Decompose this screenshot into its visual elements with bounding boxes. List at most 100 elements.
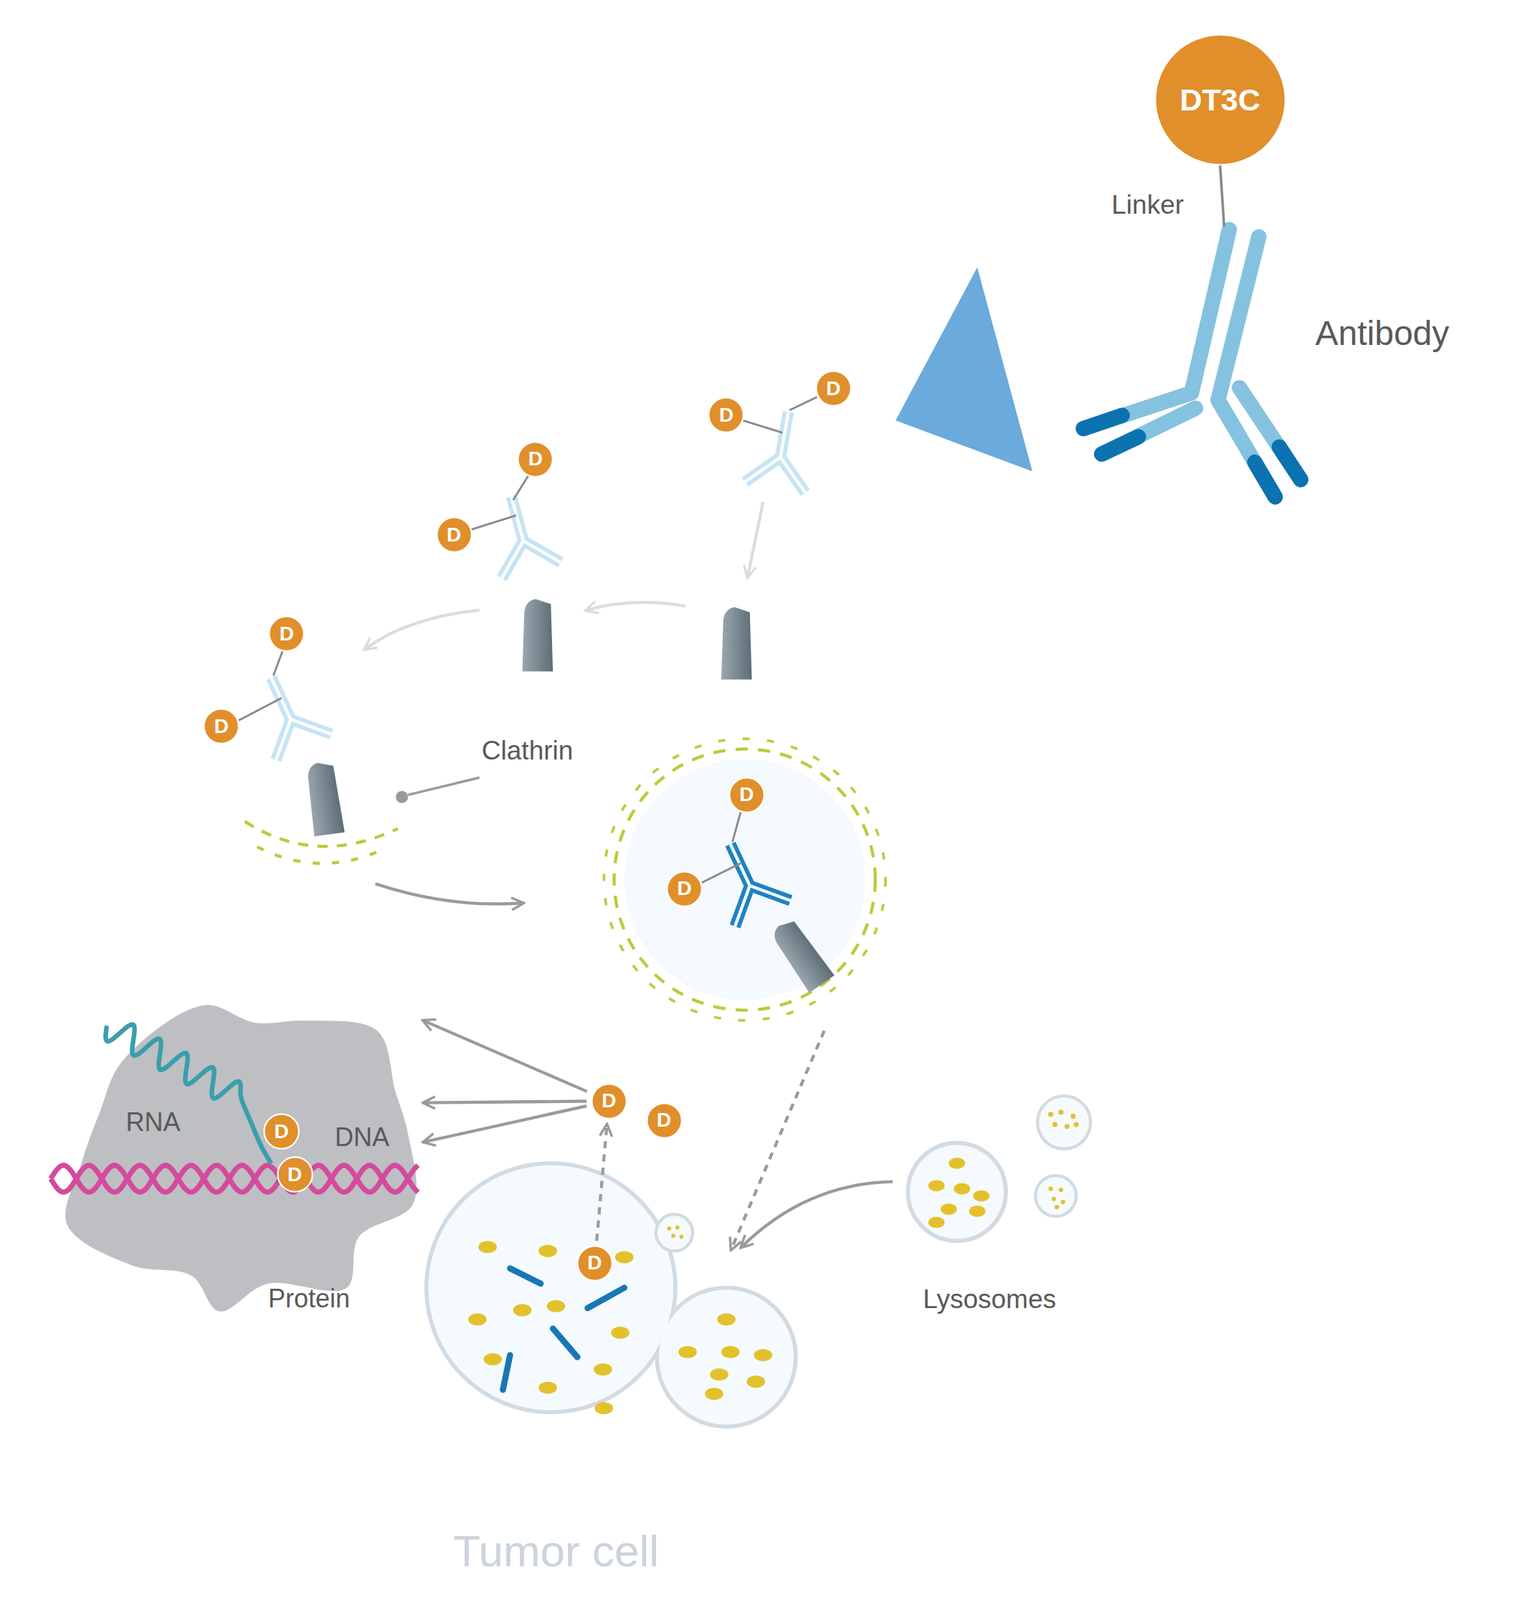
connector-arrow — [596, 1124, 607, 1241]
node-text: DT3C — [1180, 84, 1261, 116]
lysosomes — [1037, 1095, 1091, 1149]
fused-lysosome — [468, 1240, 773, 1414]
fused-lysosome — [593, 1362, 613, 1376]
lysosomes — [1074, 1121, 1080, 1127]
endosome — [702, 830, 791, 927]
lysosomes — [1048, 1185, 1053, 1191]
node-text: D — [528, 448, 543, 469]
circle-shape — [263, 1114, 299, 1149]
node-text: Protein — [268, 1285, 350, 1312]
lysosomes — [679, 1234, 684, 1239]
tumor-cell: Tumor cell D D RNA DNA Protein D D D D D — [7, 658, 1208, 1592]
lysosomes — [1035, 1175, 1077, 1216]
callout-circle: LinkerAntibodyDT3C — [965, 22, 1513, 570]
node-text: D — [677, 878, 692, 899]
fused-lysosome — [478, 1240, 497, 1253]
drug-circle: D — [276, 1155, 314, 1193]
fused-lysosome — [704, 1387, 724, 1400]
fused-lysosome — [483, 1352, 502, 1366]
fused-lysosome — [426, 1162, 796, 1427]
node-text: D — [279, 623, 294, 644]
circle-shape — [729, 777, 764, 812]
drug-circle: D — [263, 1112, 300, 1150]
connector-arrow — [423, 1020, 587, 1091]
fused-lysosome — [428, 1165, 674, 1410]
circle-shape — [815, 371, 851, 406]
antibodies-outside — [243, 664, 332, 760]
fused-lysosome — [656, 1287, 796, 1427]
connector-arrow — [424, 1105, 588, 1142]
node-text: D — [825, 378, 841, 399]
flow-arrows-outside — [747, 501, 763, 577]
fused-lysosome — [709, 1368, 729, 1381]
fused-lysosome — [547, 1299, 566, 1313]
lysosomes — [667, 1226, 672, 1231]
lysosomes — [1052, 1121, 1058, 1127]
fused-lysosome — [753, 1348, 773, 1361]
circle-shape — [646, 1102, 682, 1138]
rna-strand — [106, 1023, 272, 1163]
large-antibody — [1218, 236, 1276, 497]
node-text: Tumor cell — [453, 1528, 659, 1574]
node-text: D — [274, 1121, 289, 1142]
clathrin-coat — [244, 777, 479, 864]
clathrin-coat — [244, 820, 398, 847]
fused-lysosome — [513, 1303, 532, 1316]
lysosomes — [1058, 1109, 1064, 1115]
payload-circle: DT3C — [1155, 34, 1286, 165]
node-text: RNA — [125, 1109, 180, 1135]
lysosomes — [953, 1183, 971, 1195]
drug-circle: D — [590, 1082, 628, 1120]
flow-arrows-outside — [364, 610, 479, 649]
circle-shape — [591, 1083, 626, 1118]
callout-ring — [974, 31, 1503, 560]
large-antibody — [1083, 229, 1229, 429]
endosome — [624, 759, 866, 1001]
lysosomes — [1070, 1113, 1076, 1119]
lysosomes — [969, 1205, 986, 1217]
endosome — [614, 748, 876, 1010]
large-antibody — [1254, 446, 1301, 497]
lysosomes — [671, 1233, 676, 1238]
lysosomes — [1060, 1199, 1065, 1204]
node-text: D — [719, 405, 734, 426]
node-text: D — [287, 1164, 302, 1185]
drug-circle: D — [815, 369, 852, 407]
circle-shape — [269, 615, 304, 651]
lysosomes — [972, 1190, 990, 1202]
node-text: D — [446, 524, 462, 545]
antibodies-outside — [744, 406, 819, 493]
antibodies-outside — [238, 396, 818, 720]
drug-circle: D — [646, 1102, 683, 1139]
flow-arrows-inside — [741, 1181, 893, 1247]
node-text: D — [739, 784, 754, 805]
lysosomes — [675, 1225, 680, 1230]
lysosomes — [928, 1216, 945, 1229]
receptors — [721, 607, 753, 680]
fused-lysosome — [502, 1268, 624, 1390]
fused-lysosome — [716, 1312, 736, 1325]
callout-pointer — [895, 267, 1033, 472]
part-label: Clathrin — [481, 736, 574, 763]
drug-circle: D — [516, 440, 554, 478]
lysosomes — [940, 1203, 958, 1215]
circle-shape — [1155, 35, 1285, 165]
antibodies-outside — [238, 396, 819, 760]
lysosomes — [1058, 1187, 1064, 1192]
antibodies-outside — [481, 488, 561, 578]
circle-shape — [277, 1156, 312, 1191]
fused-lysosome — [615, 1250, 634, 1263]
fused-lysosome — [658, 1289, 794, 1424]
drug-circle: D — [666, 870, 703, 907]
node-text: Linker — [1111, 190, 1184, 218]
node-text: D — [587, 1252, 602, 1273]
node-text: DNA — [334, 1124, 390, 1151]
flow-arrows-outside — [364, 501, 763, 649]
node-text: D — [601, 1090, 616, 1111]
circle-shape — [667, 871, 702, 906]
cell-membrane — [13, 661, 1199, 1515]
clathrin-coat — [395, 790, 408, 804]
node-text: D — [656, 1109, 672, 1130]
lysosomes — [667, 1109, 1080, 1239]
